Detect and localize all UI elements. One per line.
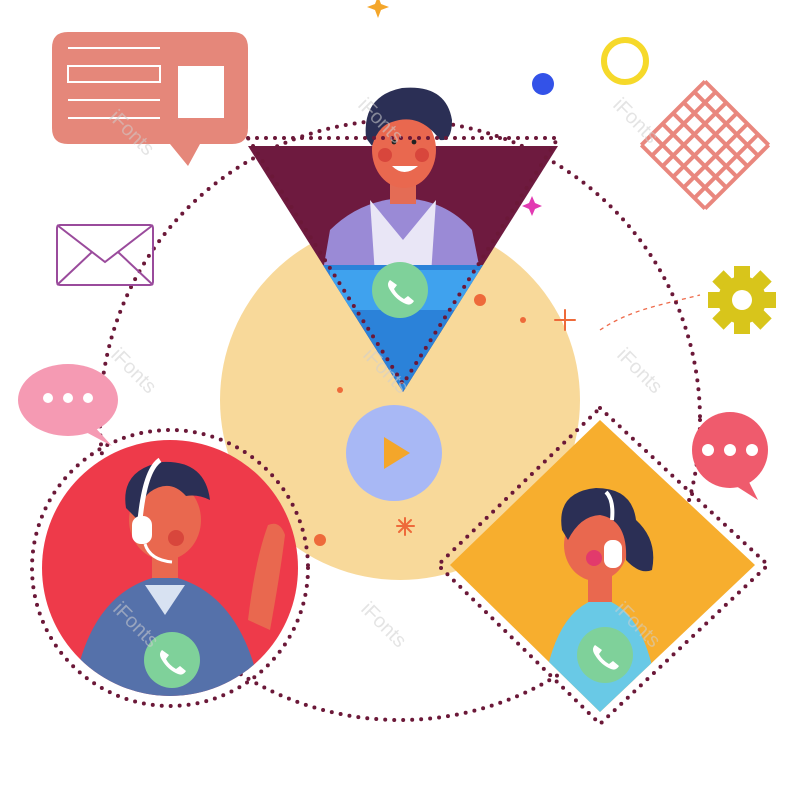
center-disc bbox=[220, 220, 580, 580]
watermark: iFonts bbox=[356, 598, 410, 652]
sparkle-icon bbox=[367, 0, 542, 216]
phone-icon bbox=[388, 280, 414, 305]
phone-icon bbox=[593, 645, 619, 670]
phone-badge-left[interactable] bbox=[144, 632, 200, 688]
play-icon bbox=[384, 437, 410, 469]
man-head bbox=[365, 87, 452, 188]
watermark: iFonts bbox=[608, 94, 662, 148]
play-button[interactable] bbox=[346, 405, 442, 501]
gear-icon bbox=[708, 266, 776, 334]
phone-badge-top[interactable] bbox=[372, 262, 428, 318]
lattice-icon bbox=[639, 79, 771, 211]
speech-bubble-icon bbox=[692, 412, 768, 500]
speech-bubble-icon bbox=[18, 364, 118, 446]
blue-dot bbox=[532, 73, 554, 95]
ring-icon bbox=[601, 37, 649, 85]
phone-icon bbox=[160, 650, 186, 675]
watermark: iFonts bbox=[612, 344, 666, 398]
starburst bbox=[396, 309, 576, 536]
chat-window-icon bbox=[52, 32, 248, 166]
phone-badge-right[interactable] bbox=[577, 627, 633, 683]
envelope-icon bbox=[56, 224, 154, 286]
